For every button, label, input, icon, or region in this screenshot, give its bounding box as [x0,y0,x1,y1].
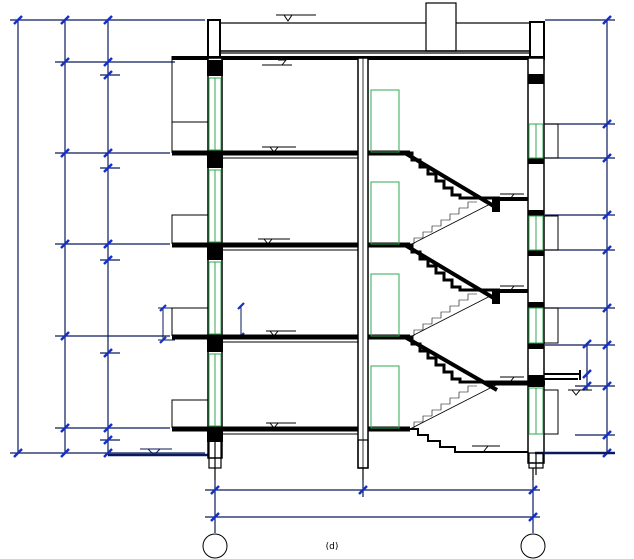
right-exterior-wall [527,57,545,464]
landing-elevation-markers [472,193,524,452]
right-wall-outlines [544,123,559,435]
elevation-marker-ground-left [140,448,172,456]
axis-bubble-left [202,533,228,559]
axis-bubbles [202,533,546,559]
stair-hall-doors [370,89,400,429]
stair-flights [403,151,545,453]
left-dimension-lines [10,19,205,454]
left-exterior-wall [207,57,223,459]
entrance-canopy [544,370,581,380]
right-windows [528,123,544,435]
roof-stair-housing [425,2,457,52]
elevation-marker-roof [262,14,316,66]
elevation-marker-right-canopy [568,389,592,396]
roof-parapet-left [207,19,221,59]
bottom-dimension-lines [205,480,540,533]
roof-parapet-right [529,21,545,59]
axis-bubble-right [520,533,546,559]
interior-wall [357,57,369,469]
right-dimension-ticks [582,15,612,458]
foundations [208,439,544,480]
left-windows [208,77,222,427]
left-wall-outlines [171,62,208,428]
drawing-caption: (d) [326,542,339,552]
floor-elevation-markers [258,146,296,429]
left-dimension-ticks [13,15,113,458]
bottom-dimension-ticks [210,485,538,522]
roof [171,2,545,62]
floor-slabs [172,150,410,435]
